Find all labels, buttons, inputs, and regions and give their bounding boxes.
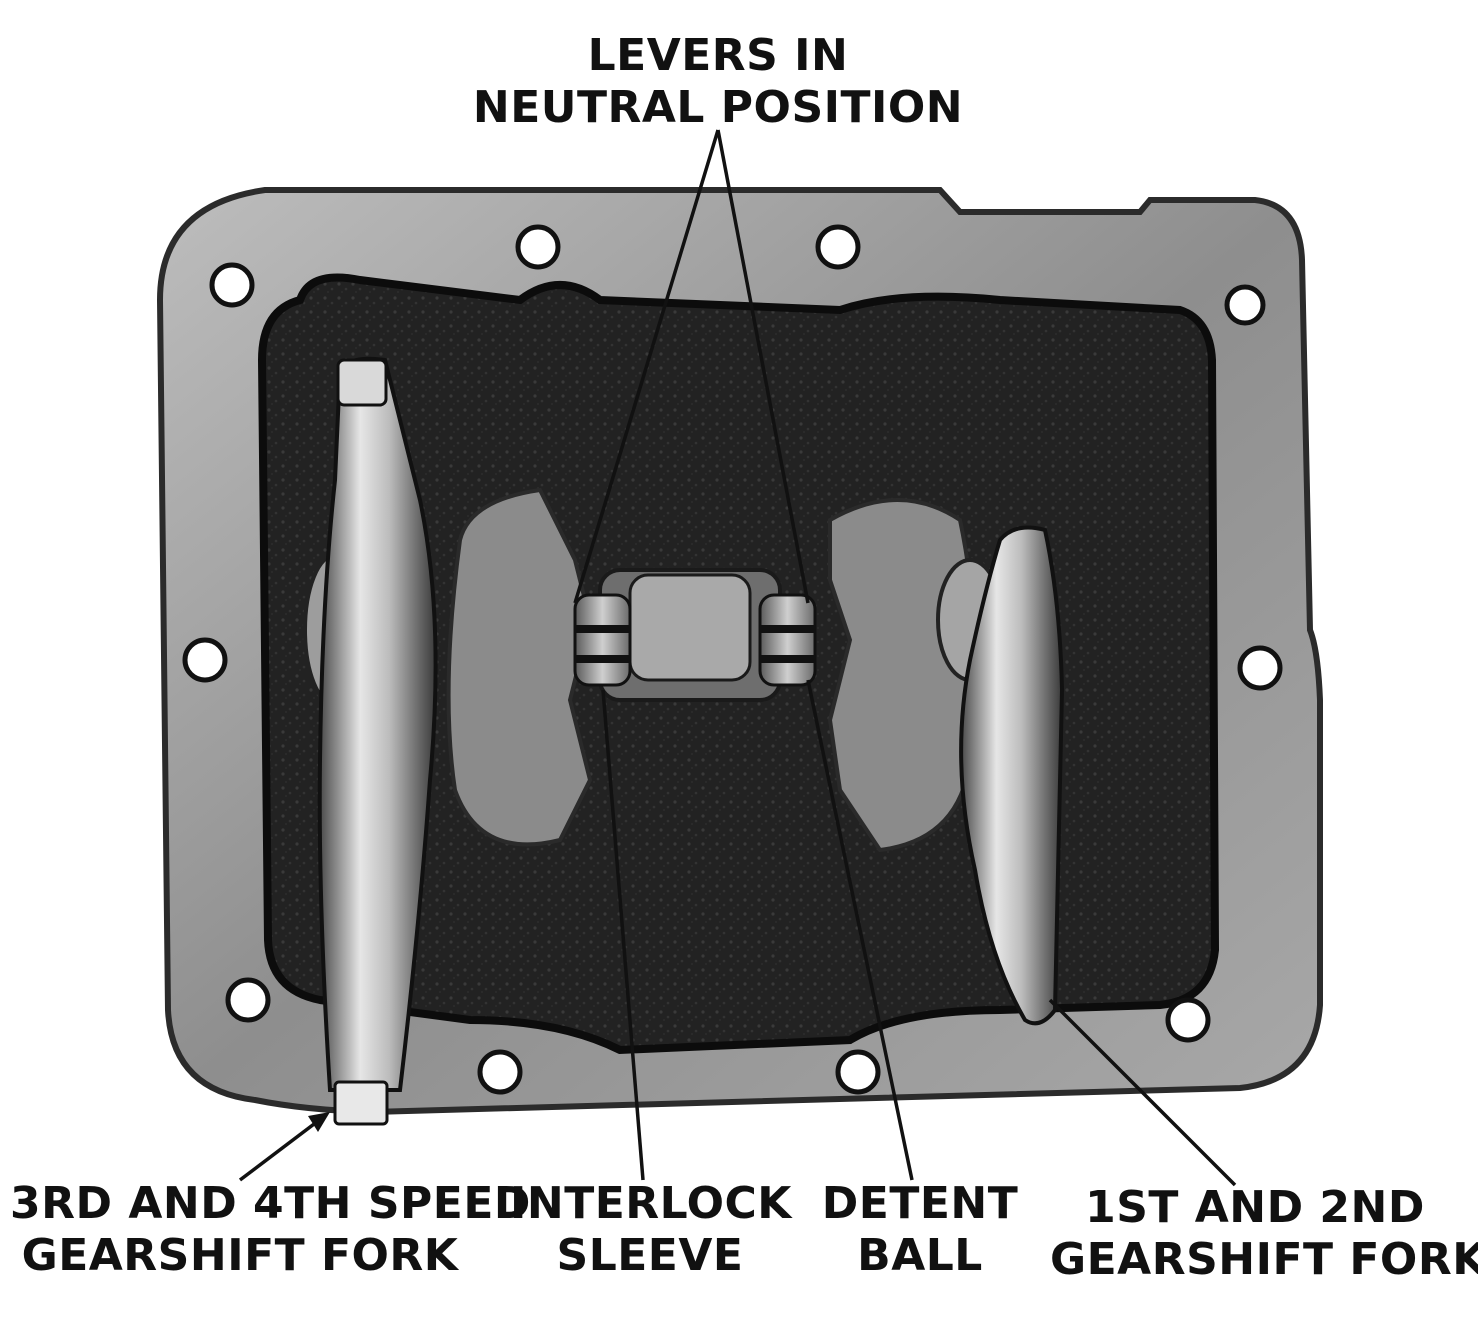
label-interlock-sleeve: INTERLOCK SLEEVE (510, 1178, 792, 1282)
fork-3-4-top-pad (336, 358, 388, 407)
left-roller (573, 593, 632, 687)
label-fork-1-2-line1: 1ST AND 2ND (1085, 1182, 1425, 1233)
label-detent-line1: DETENT (821, 1178, 1019, 1229)
leader-interlock (601, 689, 645, 1181)
label-interlock-line1: INTERLOCK (510, 1178, 792, 1229)
arrowhead-fork-3-4 (308, 1112, 330, 1132)
leader-levers-left (573, 129, 720, 604)
label-detent-ball: DETENT BALL (815, 1178, 1025, 1282)
leader-fork-3-4 (238, 1116, 324, 1182)
label-fork-3-4-line1: 3RD AND 4TH SPEED (10, 1178, 531, 1229)
label-levers-neutral: LEVERS IN NEUTRAL POSITION (468, 30, 968, 134)
label-interlock-line2: SLEEVE (556, 1230, 744, 1281)
label-fork-1-2: 1ST AND 2ND GEARSHIFT FORK (1050, 1182, 1478, 1286)
label-fork-1-2-line2: GEARSHIFT FORK (1050, 1234, 1478, 1285)
fork-3-4-bottom-pad (333, 1080, 389, 1126)
right-roller (758, 593, 817, 687)
label-fork-3-4: 3RD AND 4TH SPEED GEARSHIFT FORK (10, 1178, 531, 1282)
label-levers-line2: NEUTRAL POSITION (472, 82, 964, 133)
leader-levers-right (716, 129, 810, 604)
interlock-sleeve-body (628, 573, 752, 682)
center-casting-right (827, 498, 978, 853)
fork-3-4-arm (317, 356, 438, 1092)
leader-fork-1-2 (1048, 998, 1237, 1187)
center-casting (446, 487, 593, 847)
label-fork-3-4-line2: GEARSHIFT FORK (21, 1230, 459, 1281)
label-levers-line1: LEVERS IN (587, 30, 849, 81)
fork-1-2-arm (959, 525, 1065, 1026)
label-detent-line2: BALL (857, 1230, 983, 1281)
leader-detent (806, 679, 914, 1181)
bolt-holes (182, 224, 1283, 1095)
